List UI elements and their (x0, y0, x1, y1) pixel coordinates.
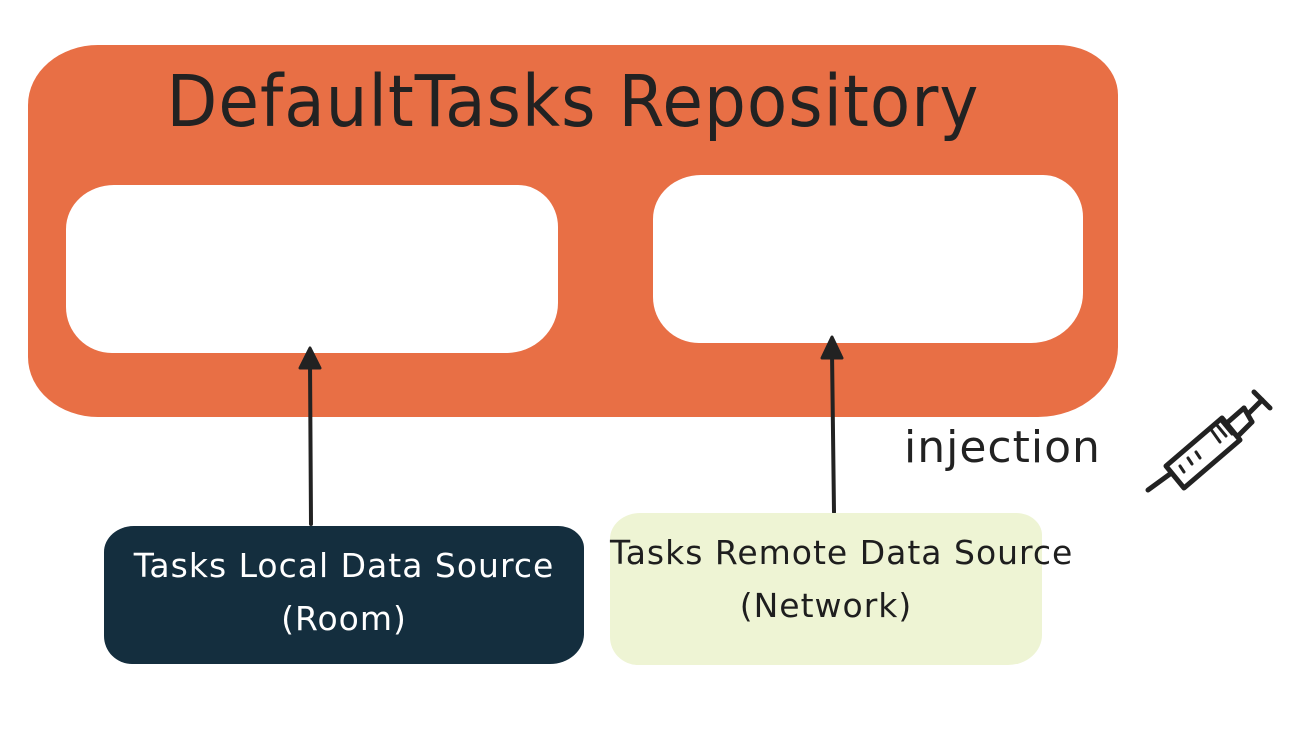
repository-box: DefaultTasks Repository (28, 45, 1118, 417)
syringe-icon (1145, 389, 1273, 493)
remote-source-name: Tasks Remote Data Source (610, 533, 1074, 572)
repository-title: DefaultTasks Repository (166, 59, 980, 144)
remote-source-slot (653, 175, 1083, 343)
local-source-name: Tasks Local Data Source (133, 546, 555, 585)
remote-source-detail: (Network) (739, 586, 913, 625)
remote-data-source-box: Tasks Remote Data Source (Network) (610, 513, 1074, 665)
local-source-detail: (Room) (281, 599, 407, 638)
local-data-source-box: Tasks Local Data Source (Room) (104, 526, 584, 664)
injection-label: injection (904, 422, 1101, 473)
local-source-slot (66, 185, 558, 353)
